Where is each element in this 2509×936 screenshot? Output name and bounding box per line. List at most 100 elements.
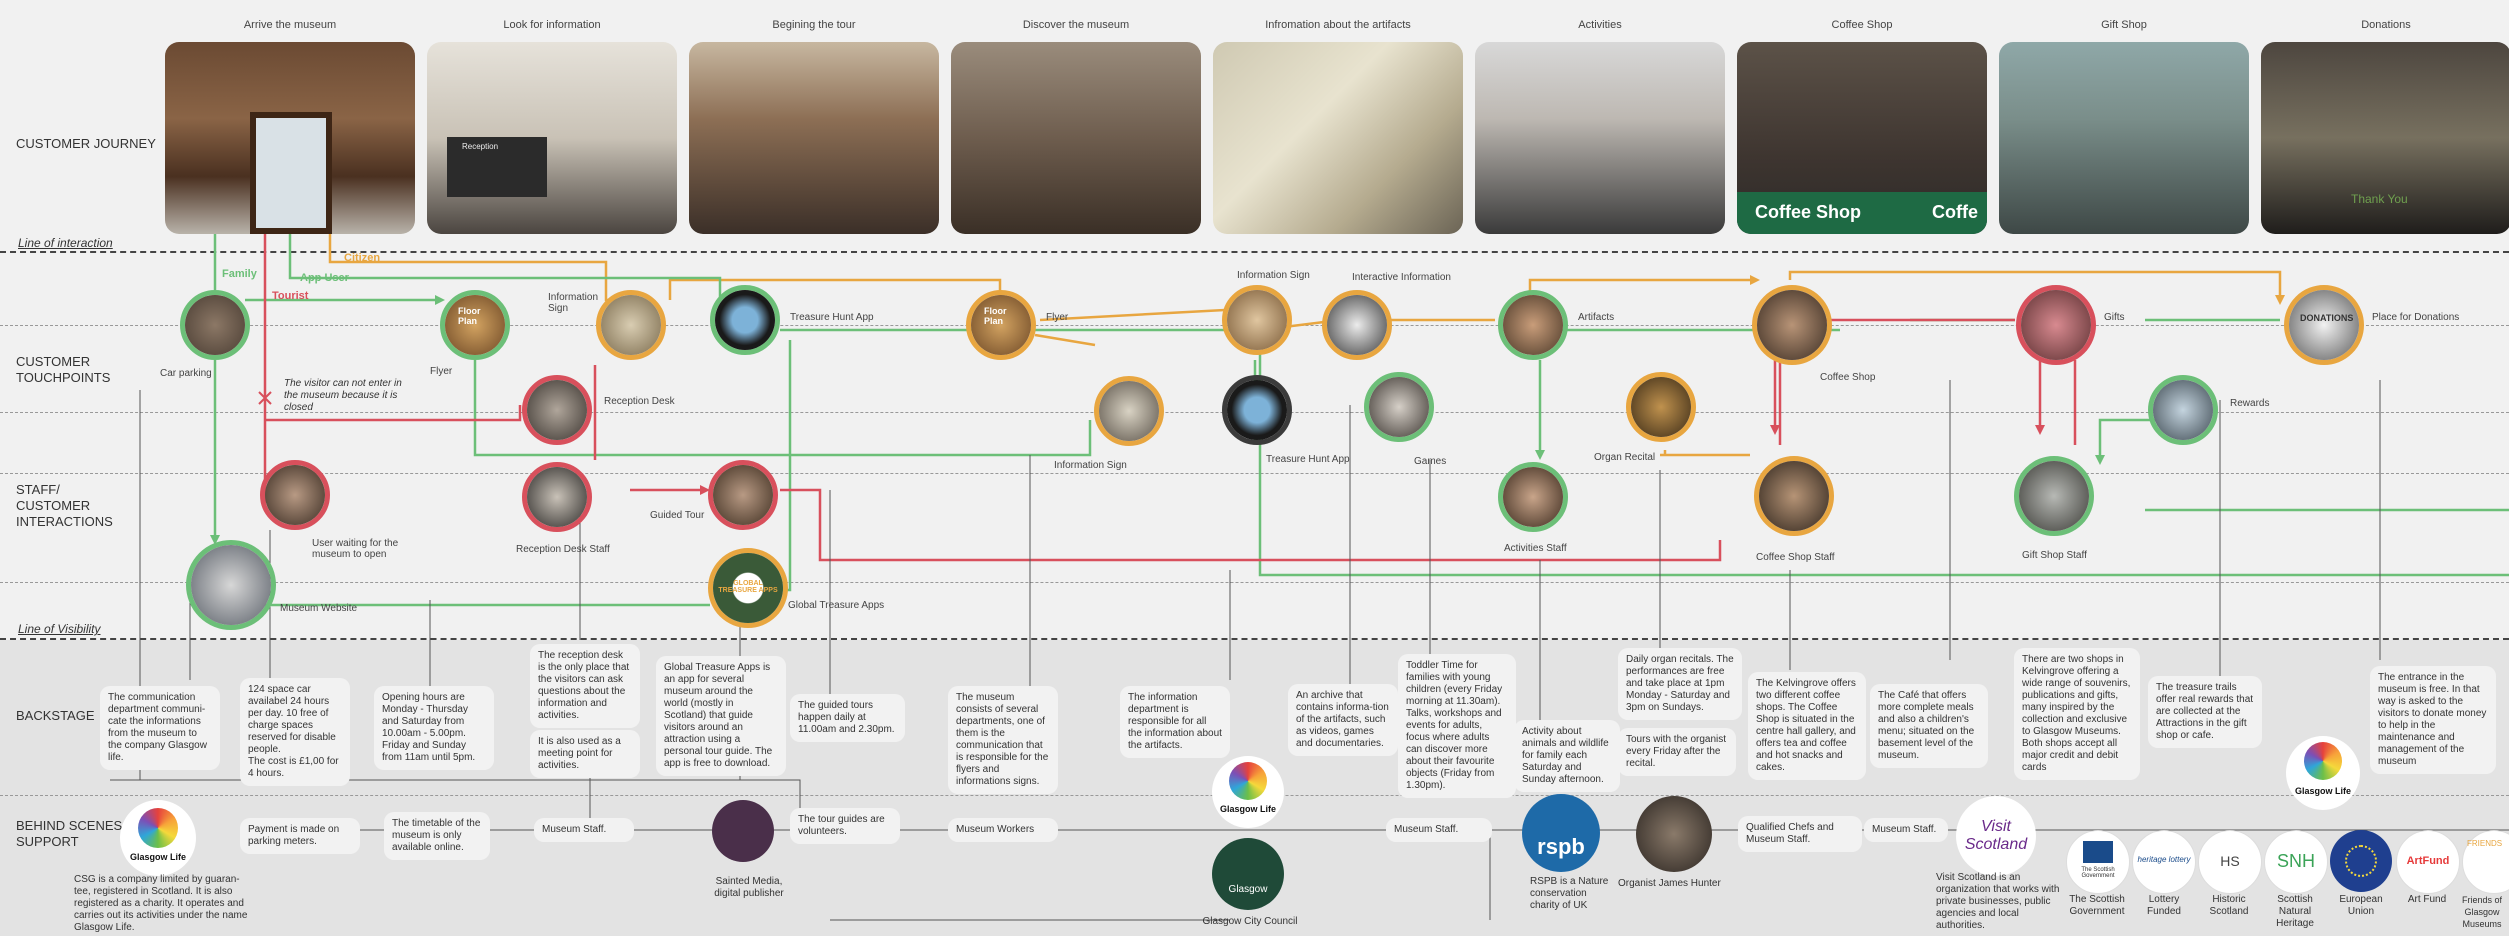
friends-glasgow-logo: FRIENDS xyxy=(2462,830,2509,894)
line-of-interaction xyxy=(0,251,2509,253)
touchpoint-coffee-shop[interactable] xyxy=(1752,285,1832,365)
snh-logo: SNH xyxy=(2264,830,2328,894)
touchpoint-rewards[interactable] xyxy=(2148,375,2218,445)
touchpoint-label: Artifacts xyxy=(1578,312,1615,323)
backstage-note: Global Treasure Apps is an app for sever… xyxy=(656,656,786,776)
touchpoint-treasure-app-2[interactable] xyxy=(1222,375,1292,445)
support-note: CSG is a company limited by guaran-tee, … xyxy=(74,874,248,933)
touchpoint-label: Information Sign xyxy=(1054,460,1127,471)
touchpoint-games[interactable] xyxy=(1364,372,1434,442)
staff-reception[interactable] xyxy=(522,462,592,532)
touchpoint-label: Flyer xyxy=(1046,312,1069,323)
funder-label: Lottery Funded xyxy=(2147,894,2181,917)
touchpoint-label: Reception Desk xyxy=(604,396,675,407)
glasgow-life-logo: Glasgow Life xyxy=(120,800,196,876)
touchpoint-label: Information Sign xyxy=(1237,270,1310,281)
backstage-note: It is also used as a meeting point for a… xyxy=(530,730,640,778)
backstage-note: The treasure trails offer real rewards t… xyxy=(2148,676,2262,748)
backstage-note: The reception desk is the only place tha… xyxy=(530,644,640,728)
stage-label: Activities xyxy=(1578,19,1622,31)
backstage-note: Toddler Time for families with young chi… xyxy=(1398,654,1516,798)
touchpoint-car-parking[interactable] xyxy=(180,290,250,360)
photo-gift-shop xyxy=(1999,42,2249,234)
touchpoint-label: Place for Donations xyxy=(2372,312,2460,323)
photo-activities xyxy=(1475,42,1725,234)
support-note: The tour guides are volunteers. xyxy=(790,808,900,844)
staff-coffee-shop[interactable] xyxy=(1754,456,1834,536)
staff-gift-shop[interactable] xyxy=(2014,456,2094,536)
touchpoint-reception-desk[interactable] xyxy=(522,375,592,445)
touchpoint-label: Flyer xyxy=(430,366,453,377)
photo-begining-tour xyxy=(689,42,939,234)
backstage-note: The communication department communi-cat… xyxy=(100,686,220,770)
touchpoint-treasure-app[interactable] xyxy=(710,285,780,355)
touchpoint-label: Rewards xyxy=(2230,398,2270,409)
touchpoint-label: Organ Recital xyxy=(1594,452,1656,463)
backstage-note: The guided tours happen daily at 11.00am… xyxy=(790,694,905,742)
touchpoint-info-sign-top[interactable] xyxy=(1222,285,1292,355)
touchpoint-place-donations[interactable] xyxy=(2284,285,2364,365)
scottish-government-logo: The Scottish Government xyxy=(2066,830,2130,894)
stage-label: Donations xyxy=(2361,19,2411,31)
touchpoint-organ[interactable] xyxy=(1626,372,1696,442)
touchpoint-label: Activities Staff xyxy=(1504,543,1567,554)
touchpoint-info-sign[interactable] xyxy=(596,290,666,360)
touchpoint-label: Global Treasure Apps xyxy=(788,600,885,611)
backstage-note: 124 space car availabel 24 hours per day… xyxy=(240,678,350,786)
row-label-backstage: BACKSTAGE xyxy=(16,708,95,723)
support-note: Visit Scotland is an organization that w… xyxy=(1936,872,2060,931)
funder-label: Historic Scotland xyxy=(2209,894,2249,917)
backstage-note: Activity about animals and wildlife for … xyxy=(1514,720,1620,792)
stage-label: Infromation about the artifacts xyxy=(1265,19,1411,31)
backstage-note: There are two shops in Kelvingrove offer… xyxy=(2014,648,2140,780)
line-of-visibility xyxy=(0,638,2509,640)
support-note: RSPB is a Nature conservation charity of… xyxy=(1530,876,1609,911)
backstage-note: The information department is responsibl… xyxy=(1120,686,1230,758)
photo-donations: Thank You xyxy=(2261,42,2509,234)
touchpoint-label: Reception Desk Staff xyxy=(516,544,610,555)
staff-user-waiting[interactable] xyxy=(260,460,330,530)
stage-label: Discover the museum xyxy=(1022,19,1130,31)
touchpoint-label: Treasure Hunt App xyxy=(790,312,874,323)
touchpoint-interactive-info[interactable] xyxy=(1322,290,1392,360)
touchpoint-label: Coffee Shop xyxy=(1820,372,1876,383)
touchpoint-label: Information Sign xyxy=(548,292,599,314)
backstage-note: The Kelvingrove offers two different cof… xyxy=(1748,672,1866,780)
backstage-note: An archive that contains informa-tion of… xyxy=(1288,684,1398,756)
touchpoint-flyer[interactable] xyxy=(440,290,510,360)
touchpoint-flyer-2[interactable] xyxy=(966,290,1036,360)
photo-coffee-shop: Coffee Shop Coffe xyxy=(1737,42,1987,234)
path-label-tourist: Tourist xyxy=(272,290,309,302)
touchpoint-artifacts[interactable] xyxy=(1498,290,1568,360)
touchpoint-info-sign-2[interactable] xyxy=(1094,376,1164,446)
lottery-logo: heritage lottery xyxy=(2132,830,2196,894)
path-label-family: Family xyxy=(222,268,257,280)
sainted-media-logo xyxy=(712,800,774,862)
line-visibility-label: Line of Visibility xyxy=(18,622,101,636)
touchpoint-gifts[interactable] xyxy=(2016,285,2096,365)
touchpoint-label: Interactive Information xyxy=(1352,272,1451,283)
staff-activities[interactable] xyxy=(1498,462,1568,532)
backstage-note: The museum consists of several departmen… xyxy=(948,686,1058,794)
backstage-note: The Café that offers more complete meals… xyxy=(1870,684,1988,768)
touchpoint-label: Car parking xyxy=(160,368,212,379)
organist-photo xyxy=(1636,796,1712,872)
support-note: Payment is made on parking meters. xyxy=(240,818,360,854)
historic-scotland-logo: HS xyxy=(2198,830,2262,894)
funder-label: The Scottish Government xyxy=(2069,894,2125,917)
staff-guided-tour[interactable] xyxy=(708,460,778,530)
support-note: Museum Staff. xyxy=(1386,818,1492,842)
touchpoint-museum-website[interactable] xyxy=(186,540,276,630)
european-union-logo xyxy=(2330,830,2392,892)
touchpoint-label: Guided Tour xyxy=(650,510,705,521)
stage-label: Gift Shop xyxy=(2101,19,2147,31)
path-label-citizen: Citizen xyxy=(344,252,381,264)
rspb-logo: rspb xyxy=(1522,794,1600,872)
touchpoint-label: Gifts xyxy=(2104,312,2125,323)
glasgow-life-logo-2: Glasgow Life xyxy=(1212,756,1284,828)
line-interaction-label: Line of interaction xyxy=(18,236,113,250)
stage-label: Arrive the museum xyxy=(243,19,337,31)
touchpoint-global-apps[interactable] xyxy=(708,548,788,628)
backstage-note: Daily organ recitals. The performances a… xyxy=(1618,648,1742,720)
